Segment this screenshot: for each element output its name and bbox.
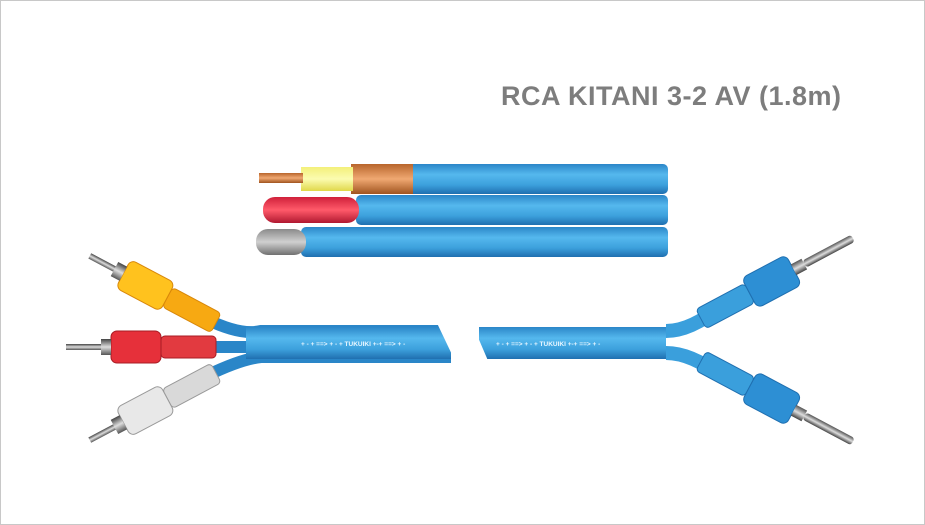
rca-plug-white <box>88 364 221 443</box>
jacket-bottom <box>301 227 668 257</box>
jacket-top <box>406 164 668 194</box>
cable-print-right: + - + ==> + - + TUKUIKI +-+ ==> + - <box>496 341 600 348</box>
gray-insulation <box>256 229 306 255</box>
red-insulation <box>263 197 359 223</box>
cable-cross-section <box>256 164 668 257</box>
braid-shield <box>351 164 413 194</box>
jacket-middle <box>356 195 668 225</box>
cable-break <box>436 321 489 363</box>
product-title: RCA KITANI 3-2 AV (1.8m) <box>501 81 842 111</box>
jack-plug-bottom <box>696 352 854 445</box>
yellow-insulation <box>301 167 353 191</box>
rca-plug-red <box>66 330 217 364</box>
copper-core <box>259 173 303 183</box>
jack-plug-top <box>696 235 854 328</box>
rca-plug-yellow <box>88 253 221 332</box>
cable-print-left: + - + ==> + - + TUKUIKI +-+ ==> + - <box>301 341 405 348</box>
main-cable: + - + ==> + - + TUKUIKI +-+ ==> + - + - … <box>203 300 726 382</box>
